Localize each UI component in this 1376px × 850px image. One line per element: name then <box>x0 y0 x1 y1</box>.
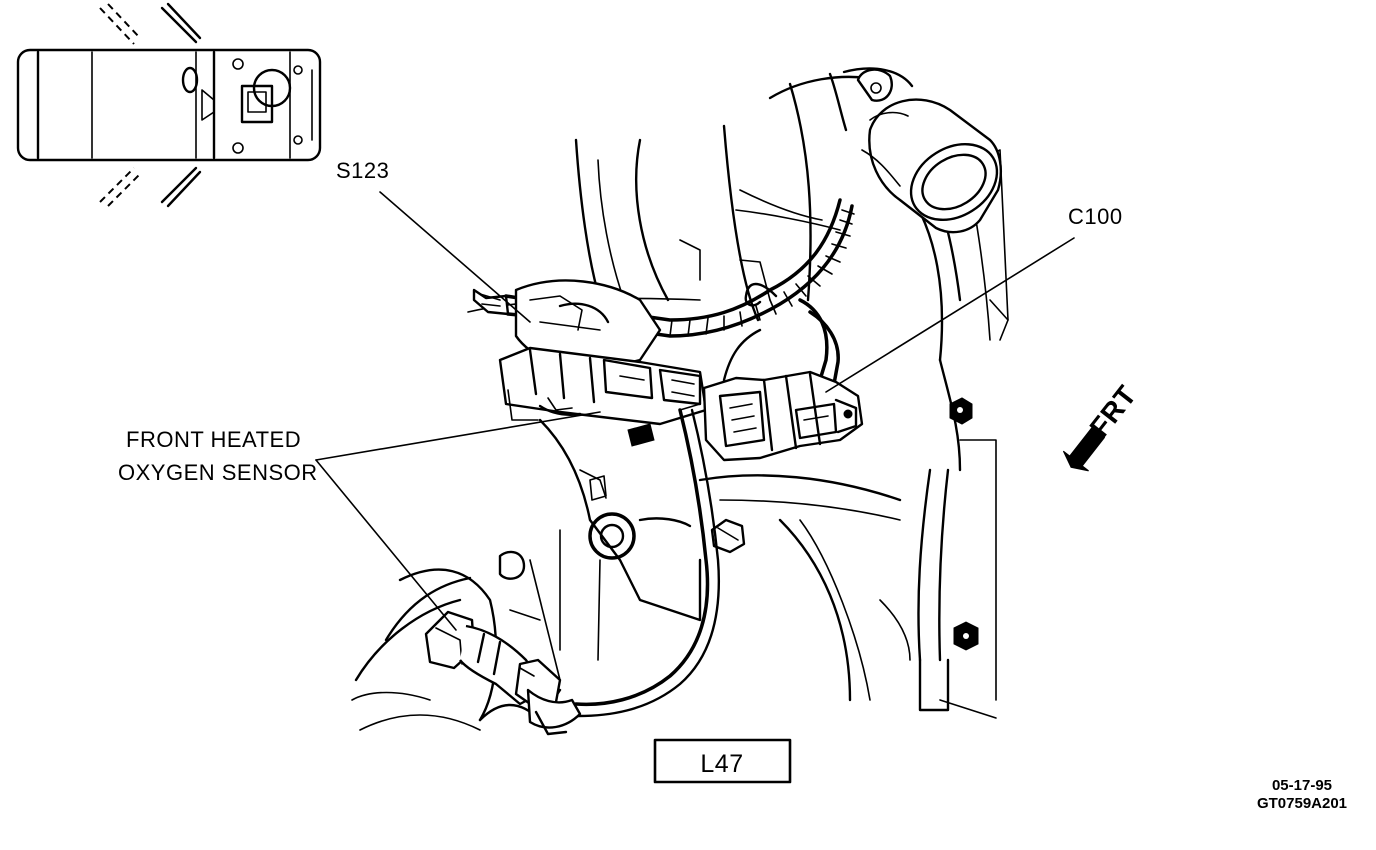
splice-connector-cluster <box>498 279 708 501</box>
sensor-leader-lower <box>315 459 457 631</box>
vehicle-top-view-icon <box>16 2 322 208</box>
coolant-outlet <box>856 68 1002 234</box>
front-arrow-icon: FRT <box>1062 380 1142 472</box>
engine-code-label: L47 <box>700 750 743 778</box>
oxygen-sensor <box>424 610 582 736</box>
footer-figure-id: GT0759A201 <box>1257 795 1347 812</box>
engine-code-box: L47 <box>653 738 792 784</box>
sensor-label-line1: FRONT HEATED <box>126 427 301 452</box>
c100-label: C100 <box>1068 204 1123 229</box>
sensor-cable <box>574 403 720 718</box>
c100-leader <box>825 237 1075 393</box>
leader-lines <box>315 191 1075 631</box>
sensor-leader-upper <box>315 411 601 461</box>
sensor-label-line2: OXYGEN SENSOR <box>118 460 318 485</box>
s123-label: S123 <box>336 158 389 183</box>
footer-date: 05-17-95 <box>1272 777 1332 794</box>
c100-connector <box>702 370 864 462</box>
s123-leader <box>379 191 531 323</box>
